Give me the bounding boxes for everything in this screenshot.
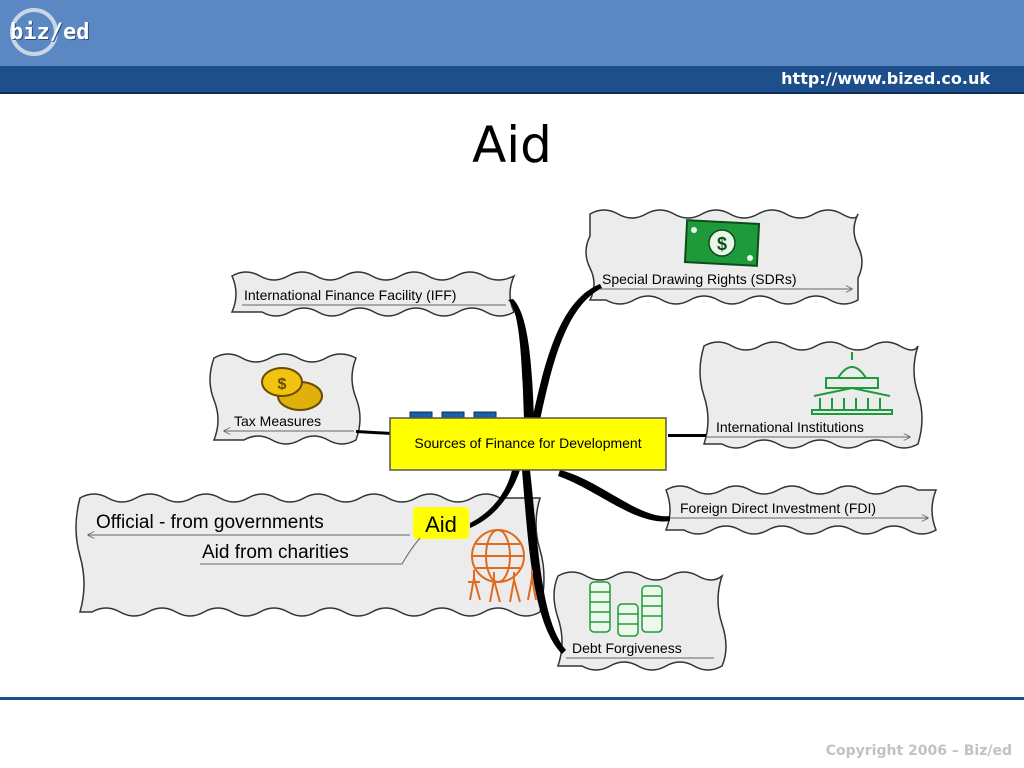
branch-sdr — [532, 284, 602, 420]
branch-debt — [522, 470, 566, 654]
debt-label: Debt Forgiveness — [572, 640, 682, 656]
svg-text:$: $ — [717, 234, 727, 254]
branch-aid — [470, 470, 520, 528]
institutions-label: International Institutions — [716, 419, 864, 435]
gold-coins-icon: $ — [261, 367, 323, 411]
copyright-text: Copyright 2006 – Biz/ed — [825, 743, 1012, 759]
site-url-link[interactable]: http://www.bized.co.uk — [781, 69, 990, 88]
aid-charities-label: Aid from charities — [202, 542, 349, 563]
bized-logo[interactable]: biz/ed — [4, 6, 114, 62]
aid-highlight — [413, 507, 469, 539]
aid-charities-connector — [200, 537, 421, 565]
branch-tax — [356, 430, 392, 435]
header-url-bar — [0, 66, 1024, 94]
fdi-label: Foreign Direct Investment (FDI) — [680, 500, 876, 516]
footer-divider — [0, 697, 1024, 700]
tax-label: Tax Measures — [234, 413, 321, 429]
coin-stacks-icon — [589, 581, 663, 637]
sdr-label: Special Drawing Rights (SDRs) — [602, 271, 797, 287]
institutions-box — [699, 341, 923, 449]
mind-map-diagram: Sources of Finance for Development Speci… — [75, 209, 938, 671]
at-sign-icon — [10, 8, 58, 56]
dollar-bill-icon: $ — [683, 219, 761, 267]
branch-institutions — [668, 434, 706, 437]
center-node[interactable] — [389, 417, 667, 471]
branch-fdi — [558, 470, 670, 522]
svg-text:$: $ — [278, 376, 287, 393]
government-building-icon — [811, 352, 893, 415]
people-holding-globe-icon — [468, 529, 537, 603]
header-banner: biz/ed — [0, 0, 1024, 66]
center-node-label: Sources of Finance for Development — [414, 435, 641, 451]
branch-iff — [508, 299, 534, 420]
aid-official-label: Official - from governments — [96, 512, 324, 533]
fdi-box — [664, 485, 938, 535]
slide-title: Aid — [472, 116, 552, 174]
aid-label: Aid — [425, 512, 457, 537]
iff-label: International Finance Facility (IFF) — [244, 287, 456, 303]
logo-text: biz/ed — [10, 20, 90, 45]
